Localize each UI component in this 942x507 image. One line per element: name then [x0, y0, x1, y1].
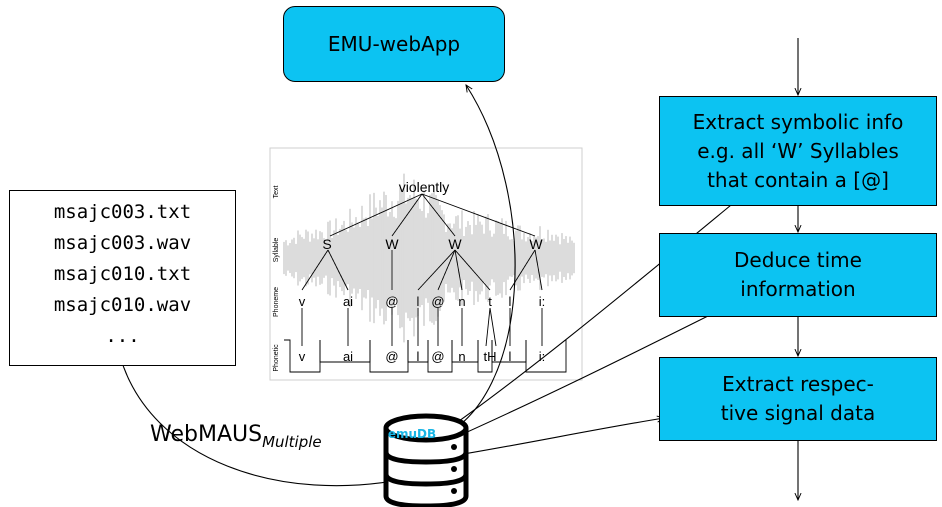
tier-label-phoneme: Phoneme [273, 287, 280, 317]
emu-webapp-label: EMU-webApp [327, 31, 461, 56]
phoneme-label: @ [431, 294, 444, 309]
tier-label-text: Text [273, 186, 280, 199]
tier-label-phonetic: Phonetic [273, 344, 280, 372]
phonetic-label: l [509, 349, 512, 364]
emu-webapp-box: EMU-webApp [283, 6, 505, 82]
phoneme-label: ai [343, 294, 353, 309]
phoneme-label: t [488, 294, 492, 309]
phoneme-label: l [509, 294, 512, 309]
phonetic-label: @ [385, 349, 398, 364]
extract-symbolic-info-box: Extract symbolic info e.g. all ‘W’ Sylla… [659, 96, 937, 206]
phoneme-label: i: [539, 294, 546, 309]
phoneme-label: n [458, 294, 465, 309]
waveform [283, 173, 575, 343]
file-item: msajc010.wav [53, 294, 192, 316]
file-list-box: msajc003.txt msajc003.wav msajc010.txt m… [9, 190, 236, 366]
hierarchy-links [301, 193, 543, 347]
syllable-label: W [385, 236, 399, 252]
extract-signal-box: Extract respec- tive signal data [659, 357, 937, 441]
connector-arrows [119, 85, 742, 487]
word-label: violently [399, 179, 450, 195]
webmaus-text: WebMAUS [150, 422, 263, 447]
phonetic-label: ai [343, 349, 353, 364]
phonetic-label: l [417, 349, 420, 364]
step-line: Extract symbolic info [692, 109, 904, 134]
phonetic-label: @ [431, 349, 444, 364]
database-icon: emuDB [383, 413, 469, 507]
step-line: Extract respec- [722, 372, 874, 396]
file-item: msajc003.wav [53, 232, 192, 254]
step-line: tive signal data [720, 401, 876, 425]
phoneme-label: v [299, 294, 306, 309]
step-line: Deduce time [734, 248, 862, 272]
step-line: that contain a [@] [707, 167, 889, 192]
webmaus-subscript: Multiple [262, 433, 322, 451]
phonetic-label: tH [484, 349, 497, 364]
step-line: information [740, 277, 856, 301]
phonetic-label: v [299, 349, 306, 364]
deduce-time-box: Deduce time information [659, 233, 937, 317]
file-item: msajc003.txt [53, 201, 192, 223]
database-label: emuDB [388, 427, 436, 441]
syllable-label: W [448, 236, 462, 252]
annotation-figure: Text Syllable Phoneme Phonetic [269, 147, 583, 381]
phonetic-boundaries [284, 339, 567, 373]
phoneme-label: l [417, 294, 420, 309]
phonetic-label: n [458, 349, 465, 364]
phonetic-label: i: [539, 349, 546, 364]
file-item-ellipsis: ... [105, 325, 140, 347]
phoneme-label: @ [385, 294, 398, 309]
step-line: e.g. all ‘W’ Syllables [697, 138, 899, 163]
tier-label-syllable: Syllable [273, 238, 280, 263]
syllable-label: S [322, 236, 331, 252]
syllable-label: W [529, 236, 543, 252]
webmaus-label: WebMAUSMultiple [150, 422, 322, 451]
file-item: msajc010.txt [53, 263, 192, 285]
